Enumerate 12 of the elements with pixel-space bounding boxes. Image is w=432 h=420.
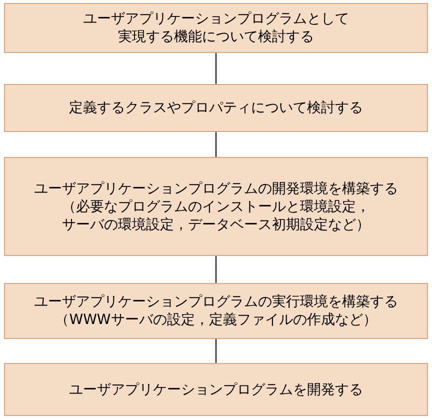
step-text: ユーザアプリケーションプログラムとして実現する機能について検討する xyxy=(82,10,350,46)
process-box xyxy=(4,363,428,416)
step-text: ユーザアプリケーションプログラムの実行環境を構築する xyxy=(34,293,398,311)
process-box xyxy=(4,157,428,256)
step-note: （必要なプログラムのインストールと環境設定，サーバの環境設定，データベース初期設定など） xyxy=(61,198,371,234)
step-text: ユーザアプリケーションプログラムを開発する xyxy=(69,380,363,398)
process-box xyxy=(4,3,428,53)
step-text: 定義するクラスやプロパティについて検討する xyxy=(69,99,363,117)
step-note: （WWWサーバの設定，定義ファイルの作成など） xyxy=(55,311,377,329)
process-box xyxy=(4,84,428,132)
process-box xyxy=(4,283,428,339)
step-text: ユーザアプリケーションプログラムの開発環境を構築する xyxy=(34,180,398,198)
